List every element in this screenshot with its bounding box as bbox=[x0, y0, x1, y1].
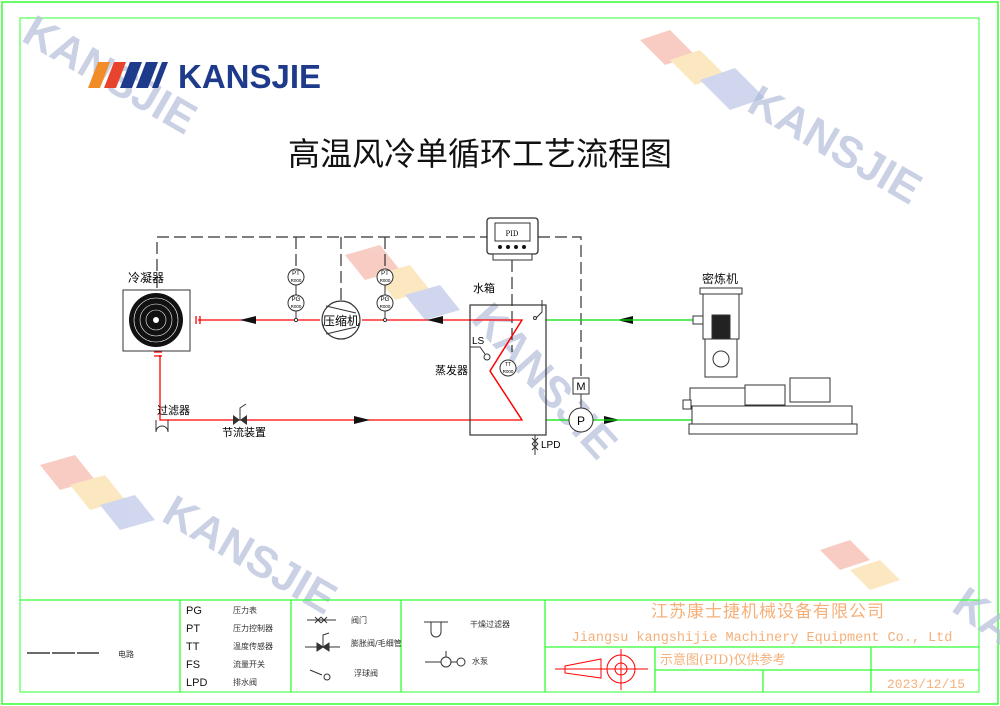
condenser: 冷凝器 bbox=[122, 270, 191, 352]
disclaimer-note: 示意图(PID)仅供参考 bbox=[660, 652, 785, 668]
compressor: 压缩机 bbox=[321, 300, 361, 340]
title-block: 江苏康士捷机械设备有限公司 Jiangsu kangshijie Machine… bbox=[572, 602, 965, 692]
mixer-label: 密炼机 bbox=[702, 271, 738, 286]
ls-label: LS bbox=[472, 336, 485, 347]
company-name-cn: 江苏康士捷机械设备有限公司 bbox=[651, 602, 885, 622]
svg-text:干燥过滤器: 干燥过滤器 bbox=[470, 619, 510, 629]
compressor-label: 压缩机 bbox=[323, 313, 359, 328]
svg-text:压力表: 压力表 bbox=[233, 605, 257, 615]
logo-text: KANSJIE bbox=[178, 58, 321, 95]
filter: 过滤器 bbox=[155, 404, 190, 433]
lpd-label: LPD bbox=[541, 440, 560, 451]
water-pump: M P bbox=[568, 377, 594, 433]
svg-text:流量开关: 流量开关 bbox=[233, 659, 265, 669]
svg-text:温度传感器: 温度传感器 bbox=[233, 641, 273, 651]
legend-line-label: 电路 bbox=[118, 649, 134, 659]
svg-text:R000: R000 bbox=[291, 304, 302, 309]
svg-text:TT: TT bbox=[505, 362, 511, 368]
svg-text:R000: R000 bbox=[380, 278, 391, 283]
svg-text:PG: PG bbox=[186, 605, 202, 617]
legend: 电路 PG PT TT FS LPD 压力表 压力控制器 温度传感器 流量开关 … bbox=[27, 605, 510, 689]
water-tank-label: 水箱 bbox=[473, 281, 495, 295]
svg-text:PT: PT bbox=[292, 271, 300, 277]
svg-text:PID: PID bbox=[505, 230, 518, 238]
water-loop bbox=[546, 319, 694, 421]
internal-mixer: 密炼机 bbox=[682, 271, 858, 435]
filter-label: 过滤器 bbox=[157, 404, 190, 417]
drawing-date: 2023/12/15 bbox=[887, 677, 965, 692]
svg-text:排水阀: 排水阀 bbox=[233, 677, 257, 687]
svg-text:R000: R000 bbox=[503, 369, 514, 374]
watermark-text: KANSJIE bbox=[740, 76, 930, 214]
evaporator-label: 蒸发器 bbox=[435, 363, 468, 377]
svg-text:PT: PT bbox=[186, 623, 200, 635]
svg-text:PG: PG bbox=[292, 297, 301, 303]
page-title: 高温风冷单循环工艺流程图 bbox=[288, 135, 672, 173]
kansjie-logo: KANSJIE bbox=[88, 58, 321, 95]
svg-text:膨胀阀/毛细管: 膨胀阀/毛细管 bbox=[351, 638, 402, 648]
svg-text:R000: R000 bbox=[291, 278, 302, 283]
svg-text:PG: PG bbox=[381, 297, 390, 303]
legend-grid bbox=[20, 599, 979, 692]
svg-text:LPD: LPD bbox=[186, 677, 207, 689]
throttle-label: 节流装置 bbox=[222, 425, 266, 439]
svg-text:阀门: 阀门 bbox=[351, 615, 367, 625]
svg-text:压力控制器: 压力控制器 bbox=[233, 623, 273, 633]
throttle-valve: 节流装置 bbox=[222, 403, 266, 439]
company-name-en: Jiangsu kangshijie Machinery Equipment C… bbox=[572, 631, 953, 646]
svg-text:R000: R000 bbox=[380, 304, 391, 309]
svg-text:PT: PT bbox=[381, 271, 389, 277]
svg-text:TT: TT bbox=[186, 641, 200, 653]
svg-text:P: P bbox=[577, 414, 585, 428]
inner-border bbox=[19, 17, 980, 693]
svg-text:水泵: 水泵 bbox=[472, 656, 488, 666]
svg-text:FS: FS bbox=[186, 659, 200, 671]
svg-text:浮球阀: 浮球阀 bbox=[354, 668, 378, 678]
svg-text:M: M bbox=[576, 381, 585, 393]
condenser-label: 冷凝器 bbox=[128, 270, 164, 285]
pid-controller: PID bbox=[486, 217, 539, 261]
watermark-text: KANSJIE bbox=[155, 486, 345, 624]
projection-symbol bbox=[555, 649, 648, 690]
legend-symbols bbox=[305, 616, 466, 681]
